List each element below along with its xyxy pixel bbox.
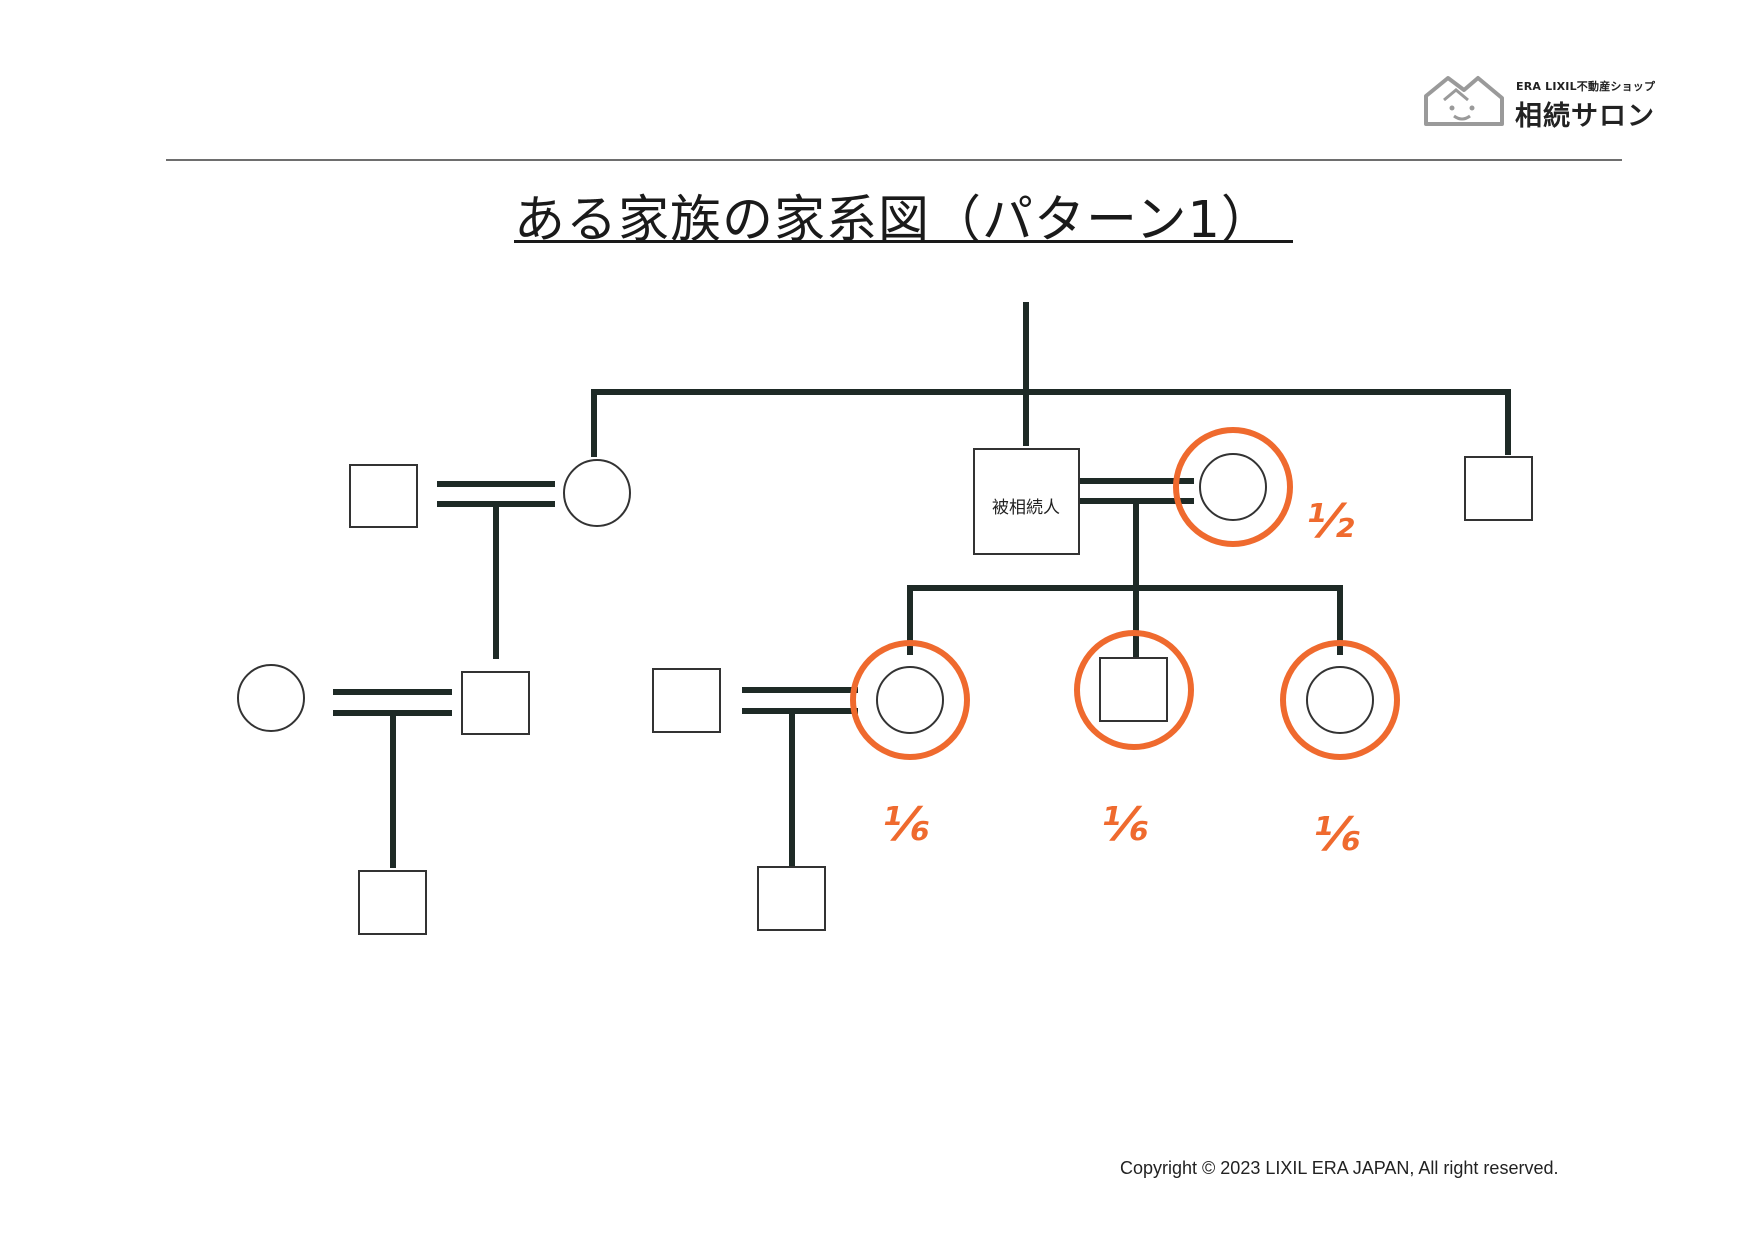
share-child-3: ⅙ bbox=[1313, 807, 1361, 861]
share-spouse: ½ bbox=[1306, 494, 1354, 548]
brand-name: 相続サロン bbox=[1515, 101, 1655, 132]
person-circle-nephew-spouse bbox=[237, 664, 305, 732]
house-face-icon bbox=[1424, 76, 1504, 126]
brand-logo: ERA LIXIL不動産ショップ 相続サロン bbox=[1420, 68, 1670, 132]
heir-ring-child-3 bbox=[1280, 640, 1400, 760]
person-circle-sibling bbox=[563, 459, 631, 527]
tree-lines bbox=[333, 302, 1511, 868]
person-square-grandchild bbox=[757, 866, 826, 931]
person-circle-child-3 bbox=[1306, 666, 1374, 734]
person-circle-spouse bbox=[1199, 453, 1267, 521]
person-square-child1-spouse bbox=[652, 668, 721, 733]
people bbox=[237, 448, 1533, 935]
person-square-nephew bbox=[461, 671, 530, 735]
heir-ring-spouse bbox=[1173, 427, 1293, 547]
deceased-label: 被相続人 bbox=[992, 498, 1060, 518]
person-square-grand-nephew bbox=[358, 870, 427, 935]
title-underline bbox=[514, 240, 1293, 243]
person-square-deceased bbox=[973, 448, 1080, 555]
brand-subtitle: ERA LIXIL不動産ショップ bbox=[1516, 80, 1656, 93]
heirs bbox=[850, 427, 1400, 760]
person-circle-child-1 bbox=[876, 666, 944, 734]
header-divider bbox=[166, 159, 1622, 161]
person-square-left-in-law bbox=[349, 464, 418, 528]
copyright-notice: Copyright © 2023 LIXIL ERA JAPAN, All ri… bbox=[1120, 1158, 1559, 1178]
share-child-1: ⅙ bbox=[882, 797, 930, 851]
person-square-child-2 bbox=[1099, 657, 1168, 722]
heir-ring-child-2 bbox=[1074, 630, 1194, 750]
person-square-right-sibling bbox=[1464, 456, 1533, 521]
heir-ring-child-1 bbox=[850, 640, 970, 760]
share-child-2: ⅙ bbox=[1101, 797, 1149, 851]
